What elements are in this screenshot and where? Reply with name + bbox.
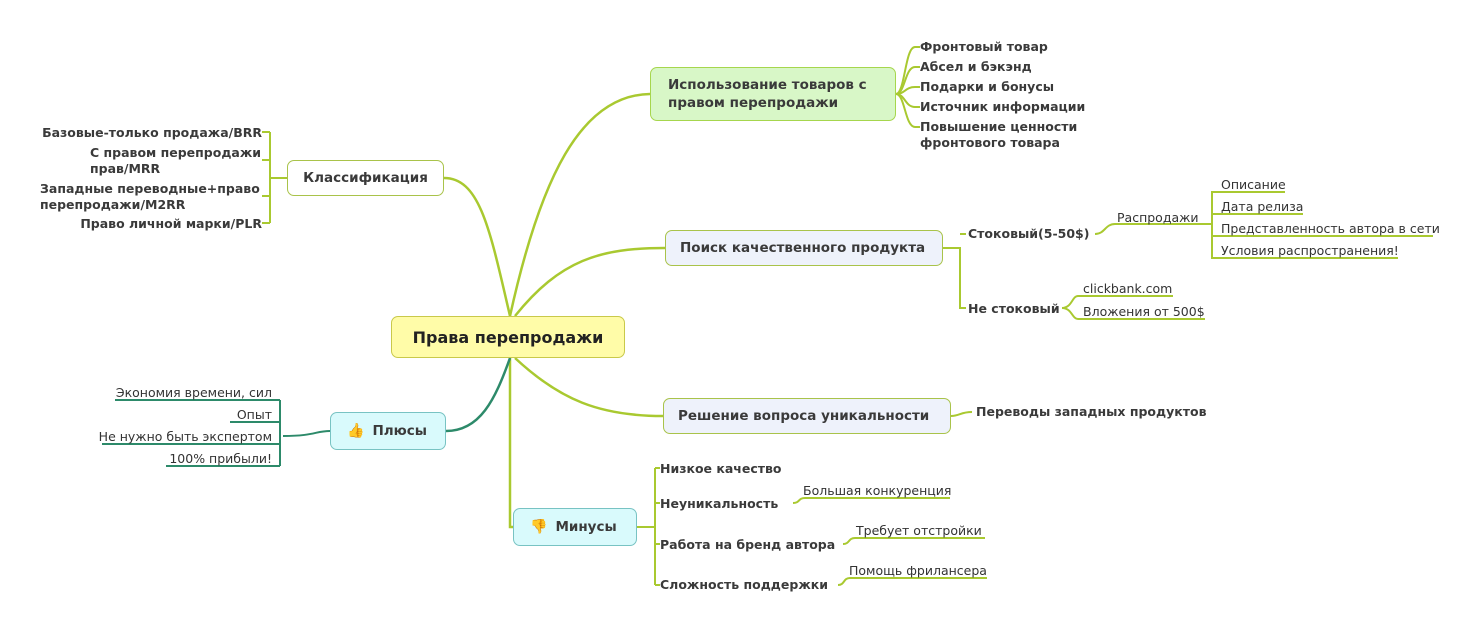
topic-classification[interactable]: Классификация [287, 160, 444, 196]
pros-item[interactable]: Опыт [236, 407, 272, 422]
stock-label[interactable]: Стоковый(5-50$) [968, 226, 1090, 241]
cons-title: Минусы [555, 519, 617, 535]
resell-use-item[interactable]: Источник информации [920, 99, 1086, 114]
cons-item[interactable]: Неуникальность [660, 496, 779, 511]
cons-item[interactable]: Сложность поддержки [660, 577, 829, 592]
nonstock-item[interactable]: Вложения от 500$ [1083, 304, 1205, 319]
cons-detail[interactable]: Большая конкуренция [803, 483, 952, 498]
nonstock-item[interactable]: clickbank.com [1083, 281, 1173, 296]
central-topic[interactable]: Права перепродажи [391, 316, 625, 358]
resell-use-item[interactable]: Абсел и бэкэнд [920, 59, 1032, 74]
pros-item[interactable]: 100% прибыли! [169, 451, 272, 466]
pros-item[interactable]: Не нужно быть экспертом [98, 429, 272, 444]
sales-item[interactable]: Условия распространения! [1221, 243, 1399, 258]
sales-label[interactable]: Распродажи [1117, 210, 1199, 225]
cons-detail[interactable]: Помощь фрилансера [849, 563, 987, 578]
cons-detail[interactable]: Требует отстройки [856, 523, 982, 538]
cons-item[interactable]: Работа на бренд автора [660, 537, 836, 552]
classification-item[interactable]: Базовые-только продажа/BRR [42, 125, 262, 140]
sales-item[interactable]: Представленность автора в сети [1221, 221, 1440, 236]
classification-item[interactable]: Западные переводные+право перепродажи/M2… [40, 181, 260, 212]
nonstock-label[interactable]: Не стоковый [968, 301, 1060, 316]
classification-item[interactable]: Право личной марки/PLR [80, 216, 262, 231]
uniqueness-item[interactable]: Переводы западных продуктов [976, 404, 1207, 419]
topic-pros[interactable]: 👍 Плюсы [330, 412, 446, 450]
topic-cons[interactable]: 👎 Минусы [513, 508, 637, 546]
sales-item[interactable]: Описание [1221, 177, 1286, 192]
thumbs-down-icon: 👎 [530, 519, 548, 535]
topic-uniqueness[interactable]: Решение вопроса уникальности [663, 398, 951, 434]
resell-use-item[interactable]: Подарки и бонусы [920, 79, 1055, 94]
cons-item[interactable]: Низкое качество [660, 461, 782, 476]
topic-resell-use[interactable]: Использование товаров с правом перепрода… [650, 67, 896, 121]
pros-title: Плюсы [372, 423, 427, 439]
classification-item[interactable]: С правом перепродажи прав/MRR [90, 145, 262, 176]
sales-item[interactable]: Дата релиза [1221, 199, 1304, 214]
resell-use-item[interactable]: Фронтовый товар [920, 39, 1048, 54]
resell-use-item[interactable]: Повышение ценности фронтового товара [920, 119, 1078, 150]
topic-search-product[interactable]: Поиск качественного продукта [665, 230, 943, 266]
thumbs-up-icon: 👍 [347, 423, 365, 439]
pros-item[interactable]: Экономия времени, сил [115, 385, 272, 400]
